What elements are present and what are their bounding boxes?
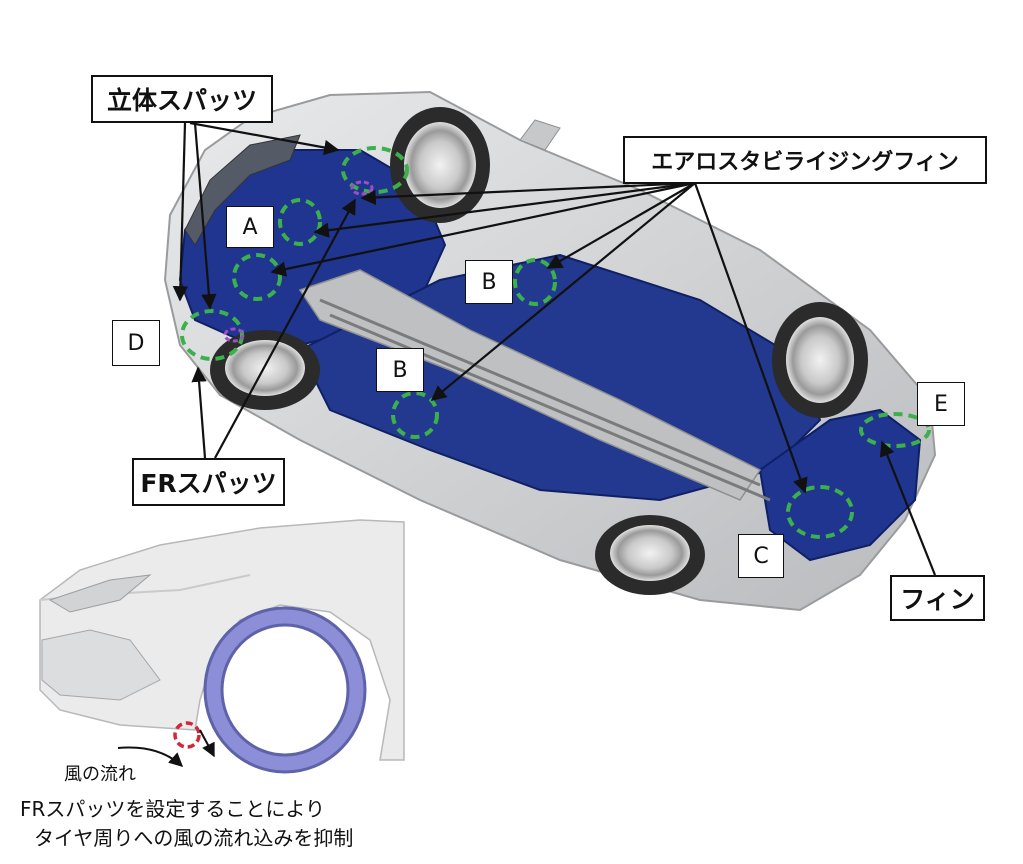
caption-line-1: FRスパッツを設定することにより bbox=[20, 797, 326, 821]
wind-flow-label: 風の流れ bbox=[64, 764, 136, 785]
marker-a-fin-2 bbox=[232, 253, 282, 301]
label-d: D bbox=[112, 320, 160, 366]
exhaust-pipe bbox=[319, 298, 761, 487]
label-c: C bbox=[738, 534, 784, 578]
inset-headlight bbox=[48, 574, 152, 613]
inset-deflect-arrow bbox=[199, 729, 215, 758]
label-a: A bbox=[226, 206, 274, 248]
marker-e-fin bbox=[859, 412, 931, 448]
side-mirror bbox=[519, 119, 561, 151]
marker-b-fin-upper bbox=[513, 258, 557, 306]
front-right-wheel bbox=[210, 330, 320, 410]
label-rittai-spats: 立体スパッツ bbox=[91, 75, 273, 123]
marker-c-fin bbox=[786, 485, 854, 539]
label-aero-stabilizing-fin: エアロスタビライジングフィン bbox=[623, 136, 987, 184]
inset-wheel bbox=[203, 606, 367, 774]
marker-purple-front bbox=[223, 327, 245, 343]
inset-grille bbox=[41, 629, 161, 701]
inset-fr-spats-marker bbox=[173, 721, 201, 749]
caption-line-2: タイヤ周りへの風の流れ込みを抑制 bbox=[34, 826, 354, 850]
label-b-lower: B bbox=[376, 348, 424, 392]
car-underbody bbox=[163, 90, 937, 612]
inset-airflow-arrow bbox=[117, 746, 184, 767]
front-grille bbox=[184, 134, 301, 246]
exhaust-tunnel bbox=[298, 269, 762, 501]
label-e: E bbox=[917, 382, 965, 426]
marker-b-fin-lower bbox=[391, 391, 439, 439]
marker-a-fin bbox=[278, 198, 322, 246]
inset-front-view bbox=[28, 500, 405, 774]
aero-markers bbox=[180, 146, 931, 539]
exhaust-pipe bbox=[329, 313, 771, 502]
label-fin: フィン bbox=[890, 575, 985, 621]
rear-right-wheel bbox=[595, 515, 705, 595]
rear-left-wheel bbox=[772, 302, 868, 418]
label-b-upper: B bbox=[465, 260, 513, 304]
label-fr-spats: FRスパッツ bbox=[132, 458, 285, 506]
leader-lines bbox=[172, 121, 937, 724]
marker-spats-top bbox=[341, 146, 409, 194]
